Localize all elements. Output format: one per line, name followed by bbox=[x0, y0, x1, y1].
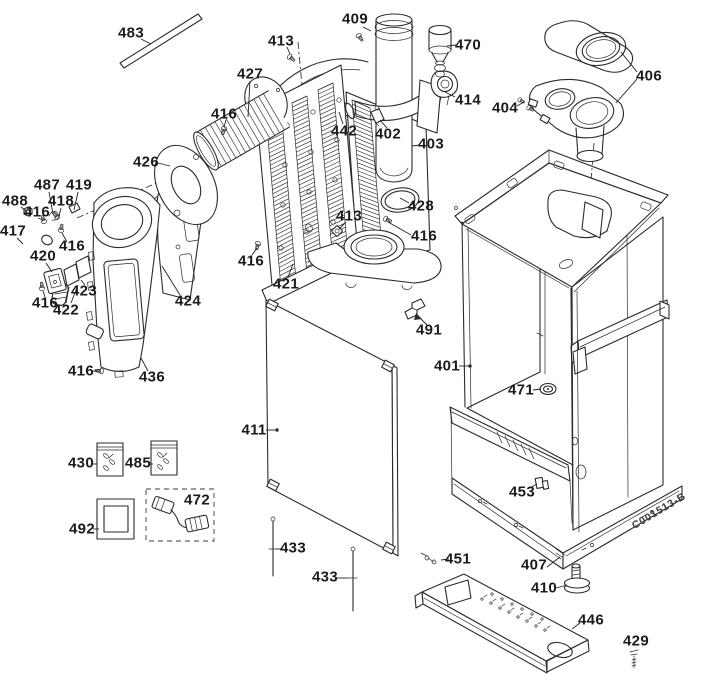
screw-409 bbox=[354, 31, 366, 43]
screw-416-d bbox=[38, 281, 46, 292]
drain-trap-470 bbox=[428, 24, 452, 78]
screw-416-c bbox=[57, 223, 66, 234]
tube-417-end bbox=[85, 323, 104, 340]
leader-lines bbox=[16, 26, 638, 630]
bracket-491 bbox=[404, 298, 426, 320]
door-panel-411 bbox=[265, 298, 399, 557]
o-ring-428 bbox=[380, 187, 420, 213]
tube-417-top-fitting bbox=[41, 234, 53, 246]
rods-433 bbox=[268, 516, 358, 612]
screw-pack-485 bbox=[150, 440, 178, 476]
flue-pipe-403 bbox=[375, 19, 413, 183]
screw-416-left bbox=[253, 240, 262, 251]
screw-413-top bbox=[285, 52, 297, 64]
clip-487 bbox=[48, 211, 59, 221]
cabinet-401 bbox=[449, 149, 683, 594]
screw-pack-430 bbox=[96, 442, 124, 477]
inducer-collector bbox=[307, 229, 442, 290]
vent-cap-assembly-406 bbox=[527, 20, 634, 163]
nut-488 bbox=[23, 206, 33, 217]
gasket-423 bbox=[75, 255, 92, 279]
flex-hose-427 bbox=[193, 90, 290, 171]
control-shelf-446 bbox=[414, 573, 590, 674]
wire-harness-472 bbox=[145, 488, 215, 542]
screw-429 bbox=[629, 649, 639, 669]
cover-436 bbox=[86, 187, 161, 378]
bracket-420 bbox=[43, 267, 67, 295]
clip-451 bbox=[420, 552, 437, 565]
heat-exchanger-assembly-421 bbox=[154, 13, 459, 305]
gasket-422 bbox=[63, 263, 80, 287]
hardware-cluster bbox=[23, 202, 104, 340]
clamp-402 bbox=[370, 107, 385, 124]
trim-strip-483 bbox=[119, 13, 203, 69]
ring-plate-426 bbox=[154, 144, 218, 226]
gasket-492 bbox=[96, 498, 135, 540]
